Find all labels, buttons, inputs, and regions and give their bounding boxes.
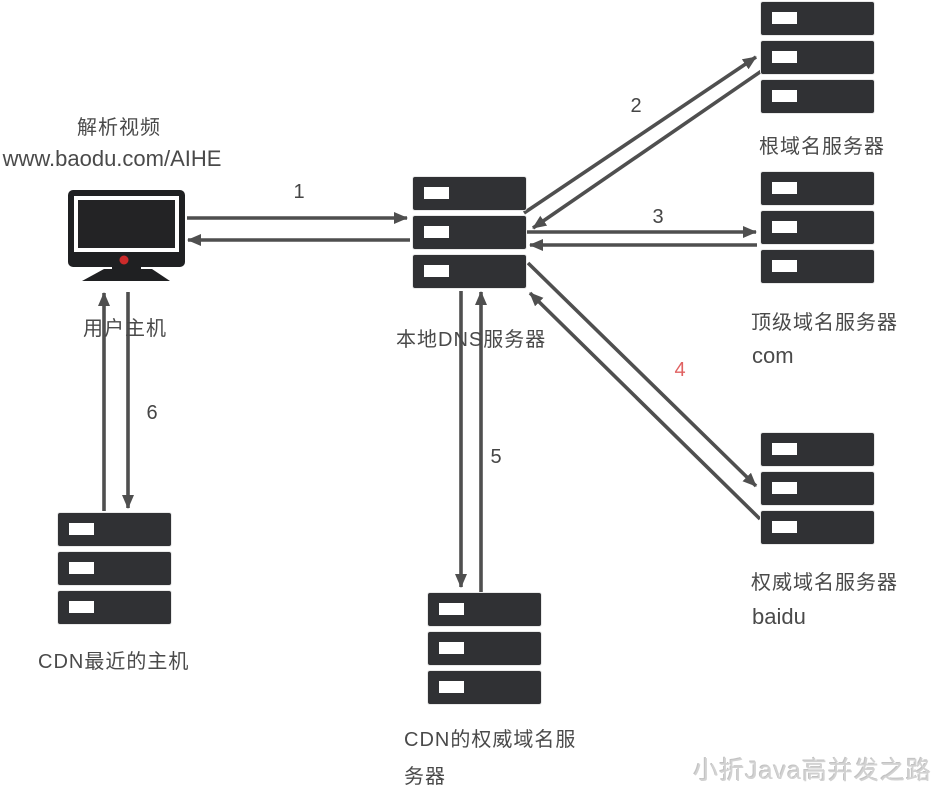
server-panel-light	[424, 265, 449, 277]
server-panel-light	[772, 443, 797, 455]
server-slab	[58, 591, 171, 624]
server-slab	[761, 2, 874, 35]
server-slab	[413, 177, 526, 210]
user-host-label: 用户主机	[83, 318, 167, 340]
authoritative-dns-sublabel: baidu	[752, 604, 806, 629]
request-title-label: 解析视频	[77, 117, 161, 139]
desktop-monitor-icon	[68, 190, 185, 281]
request-url-label: www.baodu.com/AIHE	[2, 146, 222, 171]
server-slab	[413, 216, 526, 249]
watermark: 小折Java高并发之路	[693, 757, 932, 785]
arrow-step4-response	[528, 291, 762, 521]
server-panel-light	[424, 187, 449, 199]
step1-number: 1	[293, 181, 305, 203]
node-tld-dns-server-icon	[761, 172, 874, 283]
arrow-step4-request	[526, 261, 758, 488]
server-slab	[761, 172, 874, 205]
node-root-dns-server-icon	[761, 2, 874, 113]
server-panel-light	[772, 90, 797, 102]
server-panel-light	[69, 523, 94, 535]
step3-number: 3	[652, 206, 664, 228]
server-panel-light	[439, 642, 464, 654]
server-slab	[761, 211, 874, 244]
server-slab	[58, 513, 171, 546]
arrow-step2-response	[531, 68, 765, 230]
server-panel-light	[772, 521, 797, 533]
server-panel-light	[424, 226, 449, 238]
tld-dns-sublabel: com	[752, 343, 794, 368]
root-dns-label: 根域名服务器	[759, 136, 885, 158]
local-dns-label: 本地DNS服务器	[396, 329, 547, 351]
node-authoritative-dns-server-icon	[761, 433, 874, 544]
server-slab	[413, 255, 526, 288]
server-slab	[58, 552, 171, 585]
arrow-step2-request	[522, 55, 758, 215]
server-panel-light	[772, 482, 797, 494]
server-slab	[761, 250, 874, 283]
server-panel-light	[69, 562, 94, 574]
cdn-authoritative-dns-label: CDN的权威域名服务器	[404, 729, 577, 788]
server-panel-light	[772, 51, 797, 63]
server-panel-light	[439, 603, 464, 615]
cdn-edge-host-label: CDN最近的主机	[38, 651, 190, 673]
server-panel-light	[772, 260, 797, 272]
server-slab	[428, 593, 541, 626]
server-slab	[761, 433, 874, 466]
server-panel-light	[772, 221, 797, 233]
step5-number: 5	[490, 446, 502, 468]
tld-dns-label: 顶级域名服务器	[751, 312, 898, 334]
server-panel-light	[772, 12, 797, 24]
node-cdn-authoritative-dns-icon	[428, 593, 541, 704]
server-panel-light	[69, 601, 94, 613]
server-panel-light	[772, 182, 797, 194]
node-local-dns-server-icon	[413, 177, 526, 288]
node-cdn-edge-host-icon	[58, 513, 171, 624]
server-slab	[761, 472, 874, 505]
step6-number: 6	[146, 402, 158, 424]
server-slab	[428, 632, 541, 665]
authoritative-dns-label: 权威域名服务器	[751, 572, 898, 594]
server-panel-light	[439, 681, 464, 693]
step2-number: 2	[630, 95, 642, 117]
server-slab	[428, 671, 541, 704]
monitor-power-led	[119, 255, 129, 265]
step4-number: 4	[674, 359, 686, 381]
server-slab	[761, 511, 874, 544]
server-slab	[761, 80, 874, 113]
server-slab	[761, 41, 874, 74]
